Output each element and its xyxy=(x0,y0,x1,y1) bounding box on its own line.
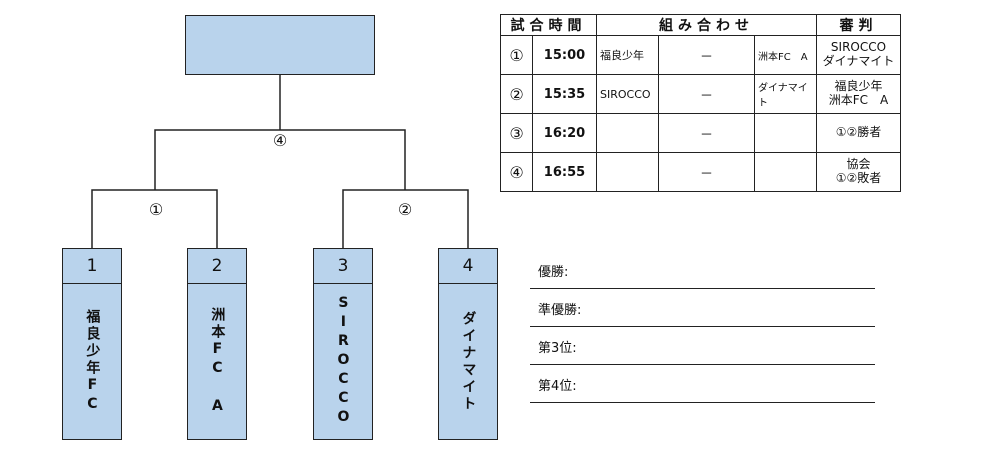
result-runner-up: 準優勝: xyxy=(530,290,875,327)
match-time: 15:00 xyxy=(532,35,597,75)
champion-box xyxy=(185,15,375,75)
result-winner: 優勝: xyxy=(530,252,875,289)
team-slot-3: 3 SIROCCO xyxy=(313,248,373,440)
semi2-connector xyxy=(342,189,469,248)
score-dash: － xyxy=(658,74,755,114)
away-team: ダイナマイト xyxy=(754,74,817,114)
home-team xyxy=(596,113,659,153)
away-team: 洲本FC A xyxy=(754,35,817,75)
team-slot-1: 1 福良少年FC xyxy=(62,248,122,440)
team-number: 2 xyxy=(187,248,247,284)
semi1-match-label: ① xyxy=(148,200,164,219)
team-name: SIROCCO xyxy=(335,295,352,428)
header-match-time: 試合時間 xyxy=(500,14,597,36)
score-dash: － xyxy=(658,35,755,75)
match-time: 16:55 xyxy=(532,152,597,192)
semi1-connector xyxy=(91,189,218,248)
team-number: 3 xyxy=(313,248,373,284)
team-slot-2: 2 洲本FC A xyxy=(187,248,247,440)
match-number: ① xyxy=(500,35,533,75)
schedule-table: 試合時間 組み合わせ 審判 ① 15:00 福良少年 － 洲本FC A SIRO… xyxy=(500,14,901,192)
schedule-row: ② 15:35 SIROCCO － ダイナマイト 福良少年洲本FC A xyxy=(500,74,901,114)
referee: 福良少年洲本FC A xyxy=(816,74,901,114)
team-number: 4 xyxy=(438,248,498,284)
match-number: ② xyxy=(500,74,533,114)
result-fourth: 第4位: xyxy=(530,366,875,403)
team-slot-4: 4 ダイナマイト xyxy=(438,248,498,440)
semi2-match-label: ② xyxy=(397,200,413,219)
team-name: 福良少年FC xyxy=(84,308,101,415)
final-connector xyxy=(154,129,406,190)
home-team xyxy=(596,152,659,192)
header-referee: 審判 xyxy=(816,14,901,36)
team-number: 1 xyxy=(62,248,122,284)
header-pairing: 組み合わせ xyxy=(596,14,817,36)
away-team xyxy=(754,113,817,153)
result-third: 第3位: xyxy=(530,328,875,365)
team-name: 洲本FC A xyxy=(209,306,226,417)
final-match-label: ④ xyxy=(272,131,288,150)
away-team xyxy=(754,152,817,192)
home-team: SIROCCO xyxy=(596,74,659,114)
match-time: 16:20 xyxy=(532,113,597,153)
schedule-header-row: 試合時間 組み合わせ 審判 xyxy=(500,14,901,36)
home-team: 福良少年 xyxy=(596,35,659,75)
referee: ①②勝者 xyxy=(816,113,901,153)
score-dash: － xyxy=(658,113,755,153)
match-time: 15:35 xyxy=(532,74,597,114)
match-number: ③ xyxy=(500,113,533,153)
team-name: ダイナマイト xyxy=(460,310,477,413)
schedule-row: ③ 16:20 － ①②勝者 xyxy=(500,113,901,153)
match-number: ④ xyxy=(500,152,533,192)
score-dash: － xyxy=(658,152,755,192)
